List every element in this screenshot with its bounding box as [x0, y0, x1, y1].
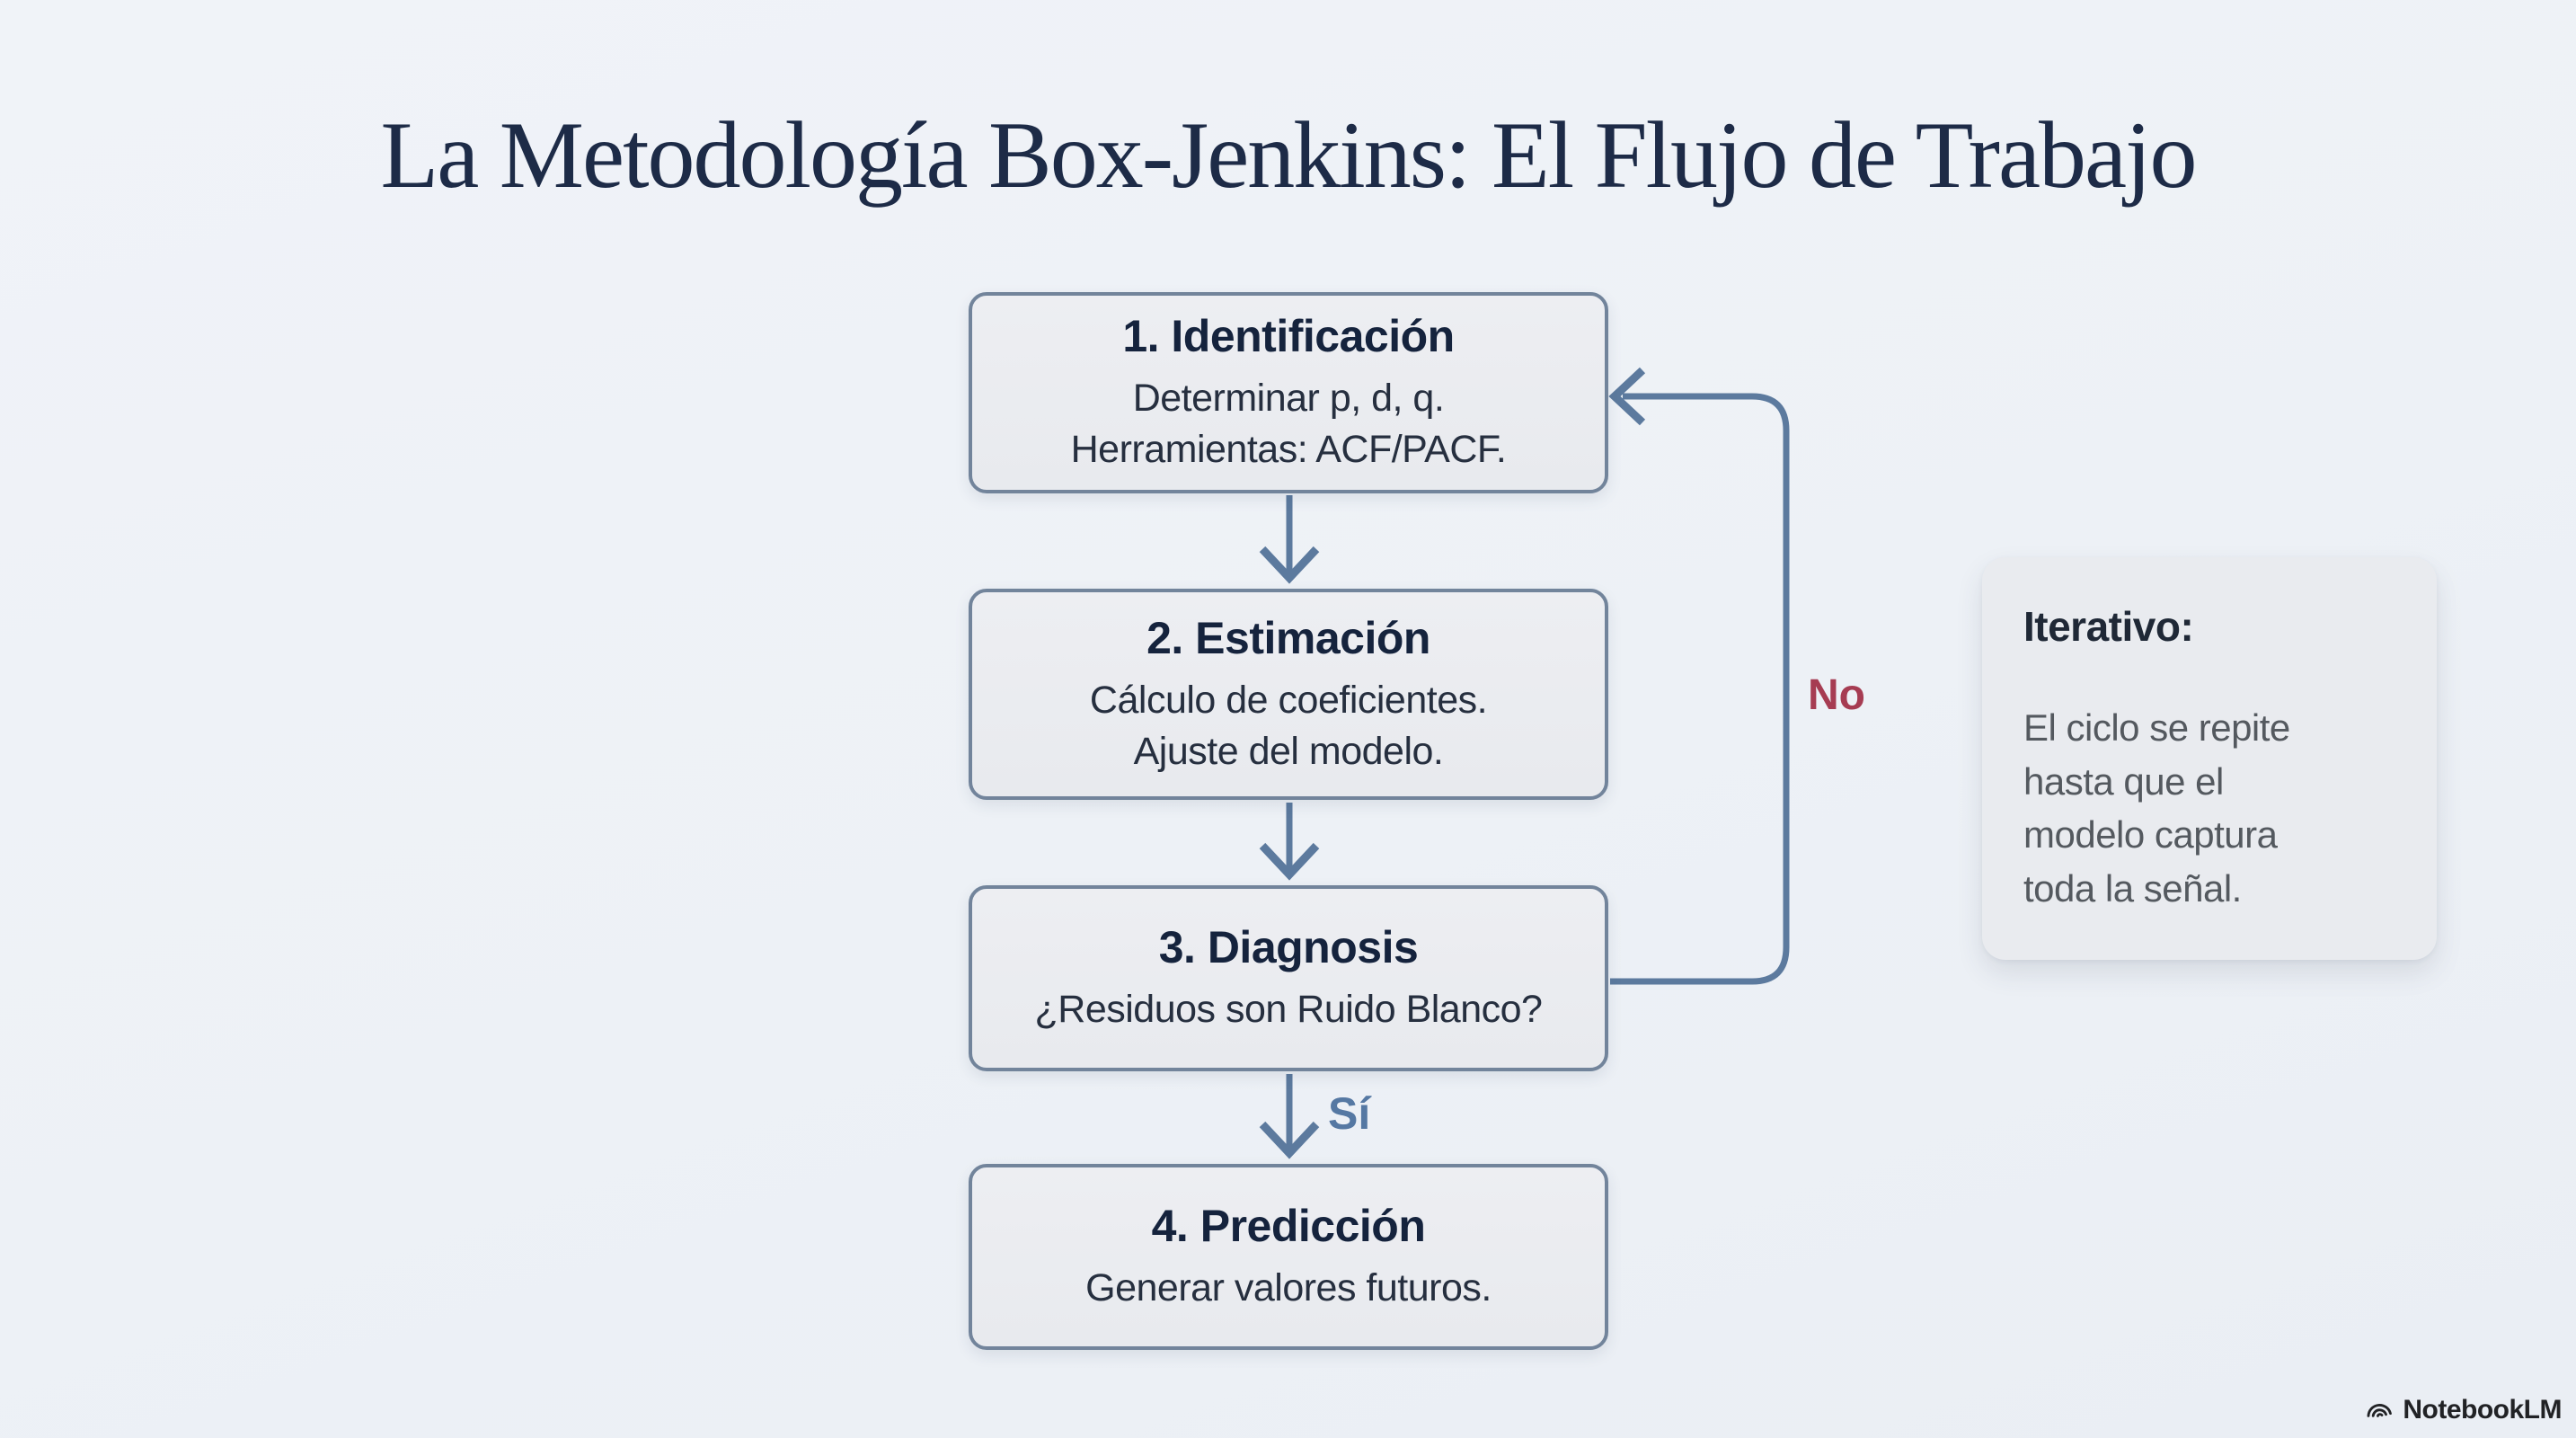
flow-box-text-line: Ajuste del modelo.: [1133, 729, 1444, 773]
flow-box-text-line: ¿Residuos son Ruido Blanco?: [1034, 988, 1543, 1032]
panel-body-line: modelo captura: [2023, 813, 2278, 857]
flow-box-text-line: Determinar p, d, q.: [1132, 377, 1445, 421]
flow-box-identificacion: 1. Identificación Determinar p, d, q. He…: [969, 292, 1608, 493]
watermark-label: NotebookLM: [2403, 1395, 2562, 1425]
notebooklm-logo-icon: [2367, 1403, 2393, 1417]
flow-box-text-line: Herramientas: ACF/PACF.: [1070, 428, 1507, 471]
panel-body-line: toda la señal.: [2023, 866, 2242, 910]
flow-box-text-line: Generar valores futuros.: [1085, 1266, 1492, 1310]
flow-box-title: 2. Estimación: [1146, 612, 1430, 663]
flow-box-title: 3. Diagnosis: [1158, 922, 1419, 973]
panel-body: El ciclo se repite hasta que el modelo c…: [2023, 701, 2395, 916]
flow-box-title: 1. Identificación: [1122, 311, 1455, 362]
arrowhead-left-loop: [1608, 367, 1646, 426]
flow-box-prediccion: 4. Predicción Generar valores futuros.: [969, 1164, 1608, 1350]
flow-box-diagnosis: 3. Diagnosis ¿Residuos son Ruido Blanco?: [969, 885, 1608, 1071]
arrowhead-down-2: [1259, 842, 1320, 881]
panel-body-line: hasta que el: [2023, 759, 2224, 803]
panel-body-line: El ciclo se repite: [2023, 706, 2290, 749]
iterative-note-panel: Iterativo: El ciclo se repite hasta que …: [1982, 557, 2437, 960]
page-title: La Metodología Box-Jenkins: El Flujo de …: [380, 102, 2198, 208]
edge-label-no: No: [1808, 671, 1865, 719]
arrowhead-down-1: [1259, 546, 1320, 584]
flow-box-estimacion: 2. Estimación Cálculo de coeficientes. A…: [969, 589, 1608, 800]
notebooklm-watermark: NotebookLM: [2364, 1395, 2562, 1425]
arrowhead-down-3: [1259, 1121, 1320, 1159]
flow-box-text-line: Cálculo de coeficientes.: [1089, 678, 1488, 722]
panel-heading: Iterativo:: [2023, 603, 2194, 650]
edge-label-si: Sí: [1328, 1088, 1371, 1139]
arrow-no-feedback-loop: [1610, 393, 1790, 985]
flow-box-title: 4. Predicción: [1151, 1201, 1426, 1252]
